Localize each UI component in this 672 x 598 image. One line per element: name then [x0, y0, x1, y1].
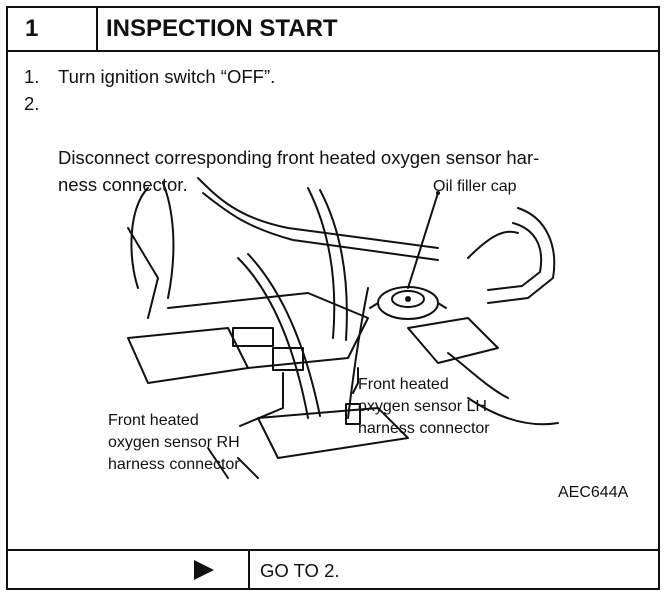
- instruction-item: 1. Turn ignition switch “OFF”.: [24, 63, 644, 90]
- instruction-text: Turn ignition switch “OFF”.: [58, 66, 276, 87]
- instruction-number: 2.: [24, 93, 40, 114]
- step-header: 1 INSPECTION START: [8, 8, 658, 52]
- instruction-text: Disconnect corresponding front heated ox…: [58, 147, 540, 195]
- top-pipe: [197, 177, 439, 249]
- go-to-arrow-cell: [8, 551, 250, 590]
- instruction-number: 1.: [24, 66, 40, 87]
- leader-oil-cap: [407, 192, 439, 289]
- callout-oil-filler-cap: Oil filler cap: [433, 178, 517, 195]
- step-footer: GO TO 2.: [8, 549, 658, 590]
- step-number: 1: [8, 8, 98, 50]
- play-arrow-icon: [194, 560, 214, 580]
- engine-bay-illustration: [127, 177, 559, 479]
- step-title: INSPECTION START: [106, 15, 338, 42]
- next-step-link[interactable]: GO TO 2.: [260, 560, 340, 581]
- leader-lh: [352, 367, 359, 394]
- callout-front-heated-sensor-rh: Front heated oxygen sensor RH harness co…: [108, 412, 240, 473]
- sensor-harness-rh: [237, 257, 309, 419]
- leader-rh: [239, 372, 284, 427]
- figure-id: AEC644A: [558, 484, 629, 501]
- inspection-step-card: 1 INSPECTION START 1. Turn ignition swit…: [6, 6, 660, 590]
- instruction-list: 1. Turn ignition switch “OFF”. 2. Discon…: [24, 63, 644, 198]
- instruction-item: 2. Disconnect corresponding front heated…: [24, 90, 644, 198]
- callout-front-heated-sensor-lh: Front heated oxygen sensor LH harness co…: [358, 376, 490, 437]
